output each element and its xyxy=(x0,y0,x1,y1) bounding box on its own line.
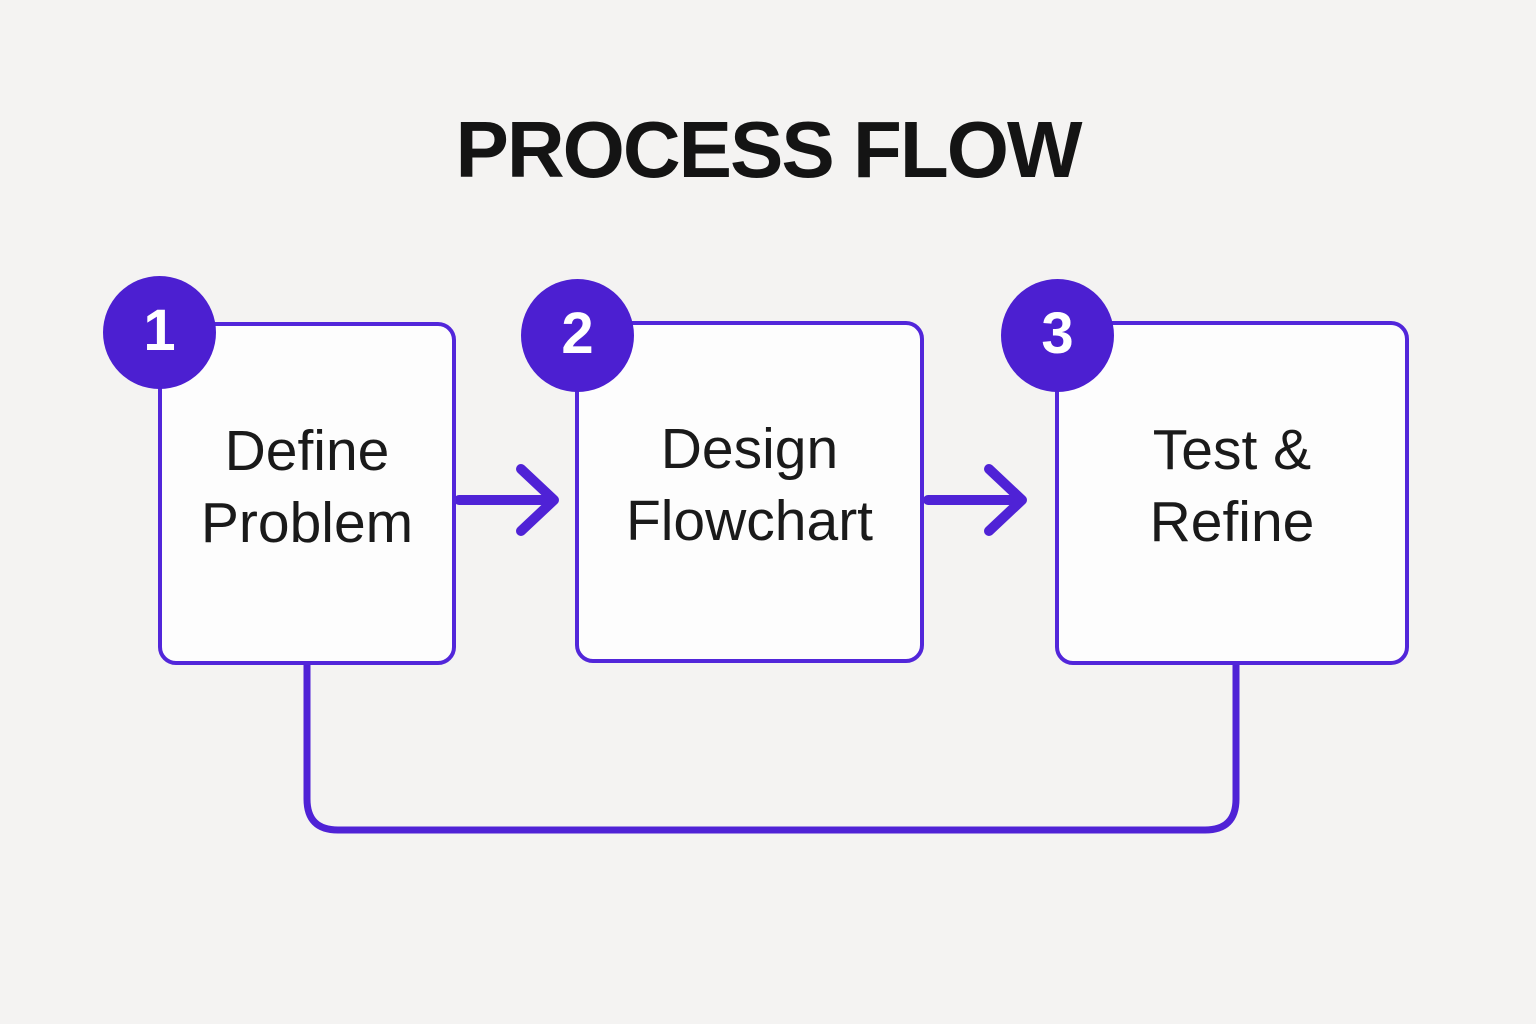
step-label: Define Problem xyxy=(200,418,414,555)
step-number: 2 xyxy=(561,301,594,366)
step-box-define-problem: Define Problem xyxy=(158,322,456,665)
step-label: Design Flowchart xyxy=(625,417,874,553)
step-number-badge-3: 3 xyxy=(1001,279,1114,392)
step-label: Test & Refine xyxy=(1149,418,1315,554)
arrow-right-icon-1 xyxy=(454,464,559,536)
arrow-right-icon-2 xyxy=(923,464,1027,536)
step-number-badge-2: 2 xyxy=(521,279,634,392)
step-number: 3 xyxy=(1041,301,1074,366)
step-number-badge-1: 1 xyxy=(103,276,216,389)
diagram-title: PROCESS FLOW xyxy=(455,105,1083,194)
step-box-design-flowchart: Design Flowchart xyxy=(575,321,924,663)
step-box-test-refine: Test & Refine xyxy=(1055,321,1409,665)
step-number: 1 xyxy=(143,298,176,363)
feedback-loop-line xyxy=(303,656,1240,834)
